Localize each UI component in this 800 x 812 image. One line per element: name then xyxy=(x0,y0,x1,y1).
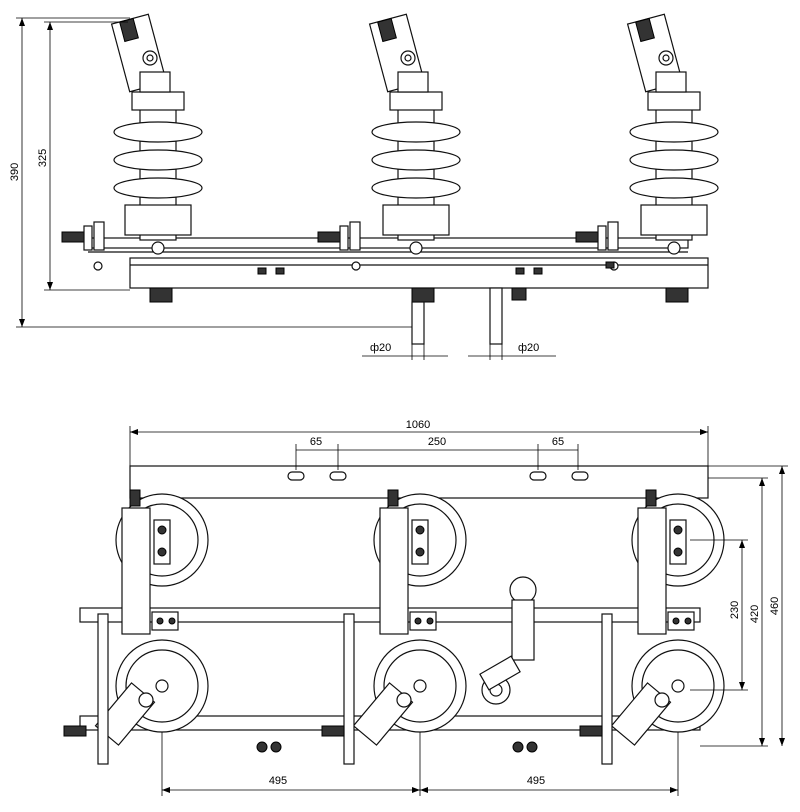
pole-top xyxy=(94,489,209,746)
rod-dia-left-label: ф20 xyxy=(370,342,391,354)
slots xyxy=(287,471,589,481)
dim-post-height: 325 xyxy=(37,21,130,291)
operating-shaft-right xyxy=(489,287,503,345)
overall-height-label: 390 xyxy=(9,163,21,181)
dim-right-side: 230 420 460 xyxy=(690,465,788,747)
base-frame xyxy=(129,257,709,289)
overall-depth-label: 460 xyxy=(769,597,781,615)
mounting-feet xyxy=(149,287,689,303)
dim-rod-dia-left: ф20 xyxy=(362,342,448,360)
rail-spacing-label: 420 xyxy=(749,605,761,623)
contact-spacing-label: 230 xyxy=(729,601,741,619)
lower-rail-bolts xyxy=(63,725,603,753)
dim-rod-dia-right: ф20 xyxy=(468,342,556,360)
operating-shaft-left xyxy=(411,301,425,345)
rod-dia-right-label: ф20 xyxy=(518,342,539,354)
dim-overall-height: 390 xyxy=(9,17,412,328)
contact-head xyxy=(110,13,171,93)
pole-front xyxy=(93,13,203,271)
terminal-mid xyxy=(317,221,361,251)
dim-overall-width: 1060 xyxy=(129,419,709,466)
slot-gap-right-label: 65 xyxy=(552,436,564,448)
dim-slots: 65 250 65 xyxy=(295,436,579,470)
pole-pitch-right-label: 495 xyxy=(527,775,545,787)
terminal-left xyxy=(61,221,105,251)
operating-mechanism xyxy=(479,576,537,705)
slot-gap-left-label: 65 xyxy=(310,436,322,448)
side-posts xyxy=(97,613,613,765)
terminal-right xyxy=(575,221,619,251)
dim-pole-pitch: 495 495 xyxy=(161,732,679,796)
slotted-plate xyxy=(129,465,709,499)
post-height-label: 325 xyxy=(37,149,49,167)
slot-span-label: 250 xyxy=(428,436,446,448)
overall-width-label: 1060 xyxy=(406,419,430,431)
frame-bolts xyxy=(257,261,615,275)
top-view: 1060 65 250 65 495 495 xyxy=(63,419,788,796)
contact-blade xyxy=(121,507,151,635)
front-view: 390 325 ф20 ф20 xyxy=(9,13,719,360)
pole-pitch-left-label: 495 xyxy=(269,775,287,787)
